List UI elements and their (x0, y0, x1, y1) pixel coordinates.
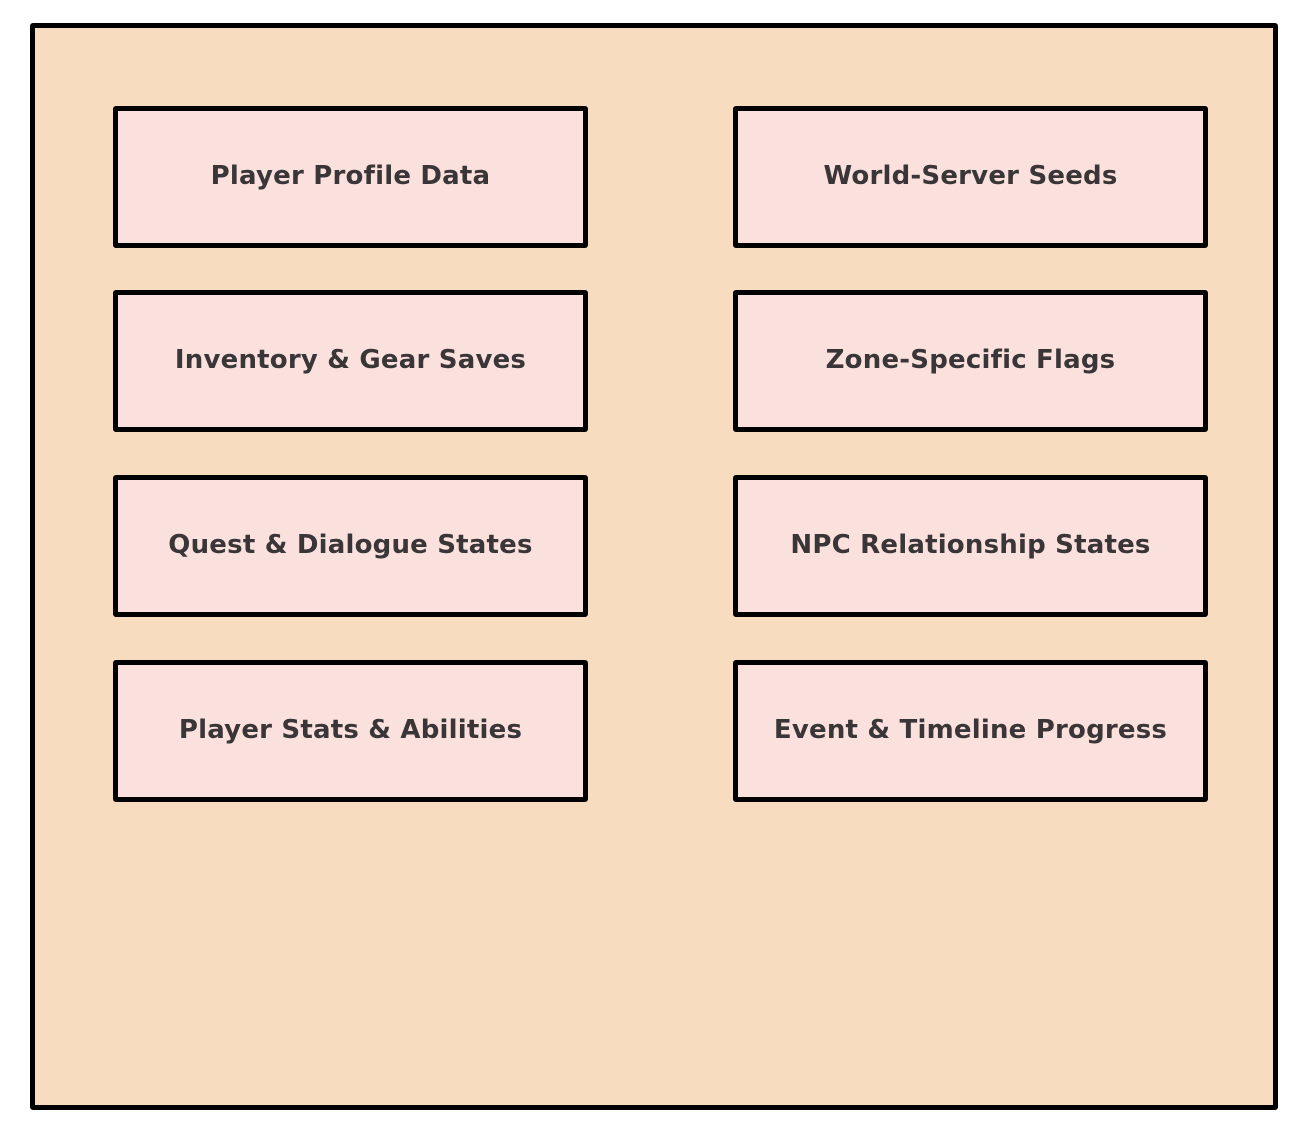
node-zone-specific-flags[interactable]: Zone-Specific Flags (733, 290, 1208, 432)
node-label: Quest & Dialogue States (168, 530, 533, 561)
node-npc-relationship-states[interactable]: NPC Relationship States (733, 475, 1208, 617)
node-event-timeline-progress[interactable]: Event & Timeline Progress (733, 660, 1208, 802)
node-label: World-Server Seeds (823, 161, 1118, 192)
node-label: Inventory & Gear Saves (174, 345, 527, 376)
node-label: Player Stats & Abilities (178, 715, 523, 746)
node-label: Player Profile Data (210, 161, 491, 192)
node-grid: Player Profile Data Inventory & Gear Sav… (35, 28, 1273, 1105)
node-player-stats-abilities[interactable]: Player Stats & Abilities (113, 660, 588, 802)
node-player-profile-data[interactable]: Player Profile Data (113, 106, 588, 248)
node-quest-dialogue-states[interactable]: Quest & Dialogue States (113, 475, 588, 617)
diagram-container: Player Profile Data Inventory & Gear Sav… (30, 23, 1278, 1110)
node-label: Event & Timeline Progress (773, 715, 1168, 746)
node-world-server-seeds[interactable]: World-Server Seeds (733, 106, 1208, 248)
node-inventory-gear-saves[interactable]: Inventory & Gear Saves (113, 290, 588, 432)
node-label: NPC Relationship States (790, 530, 1151, 561)
node-label: Zone-Specific Flags (825, 345, 1116, 376)
